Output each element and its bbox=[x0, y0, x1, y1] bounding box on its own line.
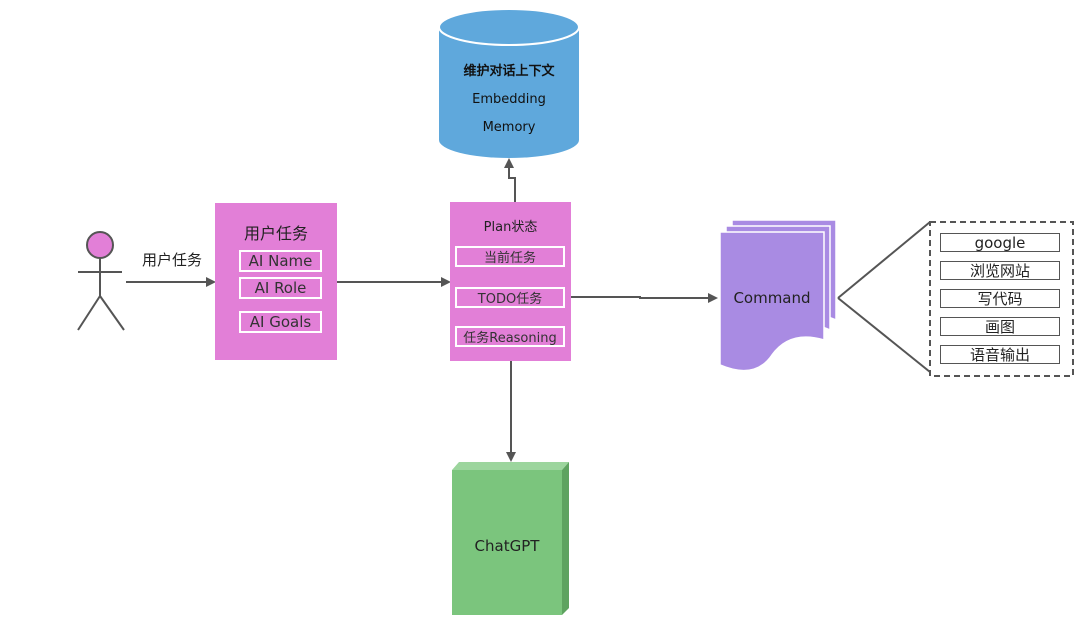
user-task-title: 用户任务 bbox=[243, 224, 308, 243]
field-ai-role: AI Role bbox=[239, 277, 322, 299]
command-documents bbox=[719, 219, 837, 372]
callout-line-top bbox=[837, 221, 931, 299]
arrow-plan-to-memory bbox=[504, 158, 516, 202]
memory-cylinder bbox=[438, 8, 580, 158]
user-stick-figure bbox=[77, 231, 125, 331]
field-todo-task: TODO任务 bbox=[455, 287, 565, 308]
command-item-voice: 语音输出 bbox=[940, 345, 1060, 364]
chatgpt-box bbox=[452, 462, 569, 615]
user-label: 用户任务 bbox=[141, 250, 202, 269]
plan-title: Plan状态 bbox=[483, 219, 538, 235]
command-item-code: 写代码 bbox=[940, 289, 1060, 308]
command-label: Command bbox=[733, 289, 811, 307]
field-ai-name: AI Name bbox=[239, 250, 322, 272]
memory-title: 维护对话上下文 bbox=[463, 63, 555, 79]
user-task-box bbox=[215, 203, 337, 360]
memory-line1: Embedding bbox=[472, 91, 546, 107]
command-item-draw: 画图 bbox=[940, 317, 1060, 336]
field-current-task: 当前任务 bbox=[455, 246, 565, 267]
field-ai-goals: AI Goals bbox=[239, 311, 322, 333]
user-head bbox=[86, 231, 114, 259]
memory-line2: Memory bbox=[482, 119, 536, 135]
field-reasoning: 任务Reasoning bbox=[455, 326, 565, 347]
arrow-plan-to-command bbox=[567, 293, 718, 303]
callout-line-bottom bbox=[837, 297, 931, 373]
chatgpt-label: ChatGPT bbox=[474, 537, 540, 555]
command-item-browse: 浏览网站 bbox=[940, 261, 1060, 280]
plan-box bbox=[450, 202, 571, 361]
command-item-google: google bbox=[940, 233, 1060, 252]
